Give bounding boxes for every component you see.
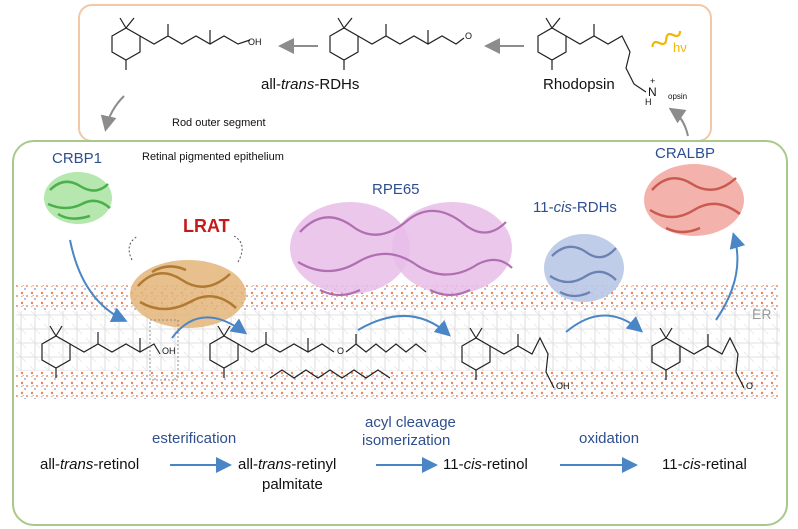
rpe65-protein-structure — [290, 202, 513, 297]
cis-rdhs-label: 11-cis-RDHs — [533, 199, 617, 216]
light-label: hν — [673, 40, 687, 55]
all-trans-rdhs-label: all-trans-RDHs — [261, 76, 360, 93]
membrane-bilayer — [16, 285, 780, 399]
n-atom-label: N — [648, 85, 657, 99]
acyl-cleavage-label: acyl cleavage — [365, 414, 456, 431]
light-wave-icon — [651, 30, 682, 48]
opsin-label: opsin — [668, 92, 688, 101]
top-all-trans-retinol — [111, 17, 251, 70]
cis-rdhs-protein-structure — [544, 234, 624, 302]
arrow-rdhs-oxidation — [565, 314, 644, 333]
rpe65-label: RPE65 — [372, 181, 420, 198]
h-atom-label: H — [645, 97, 652, 107]
arrow-cralbp-binding — [715, 232, 746, 321]
mol-o2-label: O — [746, 381, 754, 391]
crbp1-label: CRBP1 — [52, 150, 103, 167]
esterification-label: esterification — [152, 430, 237, 447]
membrane-lower-headgroups — [16, 371, 780, 399]
arrow-crbp1-to-retinol — [69, 239, 128, 323]
lrat-highlight-box — [149, 319, 179, 381]
mol-oh1-label: OH — [162, 346, 176, 356]
mol-ester-o-label: O — [337, 346, 345, 356]
top-o-label: O — [465, 31, 473, 41]
arrow-lrat-esterification — [171, 316, 248, 339]
cralbp-label: CRALBP — [655, 145, 716, 162]
lrat-label: LRAT — [183, 216, 230, 236]
lrat-protein-structure — [128, 235, 246, 328]
top-all-trans-retinal — [329, 17, 465, 70]
rod-outer-segment-label: Rod outer segment — [172, 117, 266, 129]
compound-11-cis-retinal: 11-cis-retinal — [662, 456, 747, 473]
rpe-label: Retinal pigmented epithelium — [142, 151, 284, 163]
rhodopsin-label: Rhodopsin — [543, 76, 615, 93]
oxidation-label: oxidation — [579, 430, 640, 447]
membrane-tails — [16, 311, 780, 371]
compound-palmitate: palmitate — [262, 476, 323, 493]
compound-all-trans-retinyl: all-trans-retinyl — [238, 456, 337, 473]
membrane-all-trans-retinol — [41, 325, 161, 378]
arrow-rod-to-rpe — [100, 95, 125, 132]
mol-oh2-label: OH — [556, 381, 570, 391]
n-charge-label: + — [650, 76, 656, 86]
arrow-rpe-to-rod — [668, 107, 689, 137]
rod-outer-segment-box — [78, 4, 712, 142]
top-oh-label: OH — [248, 37, 262, 47]
crbp1-protein-structure — [44, 172, 112, 224]
compound-all-trans-retinol: all-trans-retinol — [40, 456, 140, 473]
membrane-11-cis-retinol — [461, 327, 555, 389]
membrane-retinyl-palmitate — [209, 325, 427, 379]
isomerization-label: isomerization — [362, 432, 451, 449]
cralbp-protein-structure — [644, 164, 744, 236]
compound-11-cis-retinol: 11-cis-retinol — [443, 456, 528, 473]
top-rhodopsin-chromophore — [537, 17, 647, 93]
er-label: ER — [752, 306, 772, 322]
membrane-11-cis-retinal — [651, 327, 745, 389]
arrow-rpe65-isomerization — [357, 314, 451, 337]
